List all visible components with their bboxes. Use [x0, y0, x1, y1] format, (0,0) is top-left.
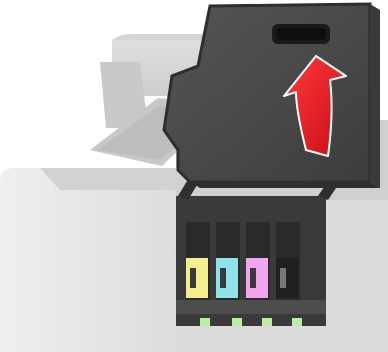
- open-door: [164, 4, 380, 188]
- toner-cyan: [216, 258, 238, 298]
- toner-magenta: [246, 258, 268, 298]
- toner-compartment: [176, 196, 326, 326]
- toner-black: [276, 258, 298, 298]
- release-tab: [200, 318, 210, 326]
- release-tab: [232, 318, 242, 326]
- release-tab: [262, 318, 272, 326]
- release-tab: [292, 318, 302, 326]
- toner-yellow: [186, 258, 208, 298]
